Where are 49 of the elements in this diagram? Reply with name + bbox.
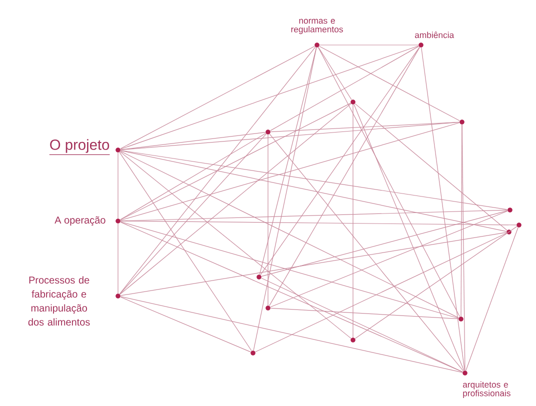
- connector-line: [421, 47, 465, 371]
- connector-line: [270, 210, 508, 308]
- connector-line: [120, 232, 507, 296]
- connector-line: [261, 210, 508, 277]
- connector-line: [352, 104, 354, 338]
- connector-line: [120, 103, 352, 295]
- connector-line: [319, 44, 419, 46]
- node-label: normas e regulamentos: [291, 18, 343, 34]
- connector-line: [120, 122, 460, 221]
- connector-line: [253, 47, 317, 351]
- connector-line: [120, 46, 315, 150]
- connector-line: [255, 232, 507, 352]
- connector-line: [318, 47, 460, 317]
- connector-line: [120, 296, 463, 373]
- connector-line: [120, 102, 351, 220]
- connector-line: [354, 226, 518, 339]
- connector-line: [269, 47, 420, 306]
- connector-line: [120, 133, 266, 220]
- connector-line: [261, 278, 463, 372]
- connector-line: [120, 150, 508, 210]
- connector-line: [270, 46, 419, 131]
- node-label: O projeto: [50, 139, 110, 153]
- connector-line: [120, 220, 517, 226]
- node-label: Processos de fabricação e manipulação dos alimentos: [28, 276, 90, 326]
- connector-line: [260, 46, 420, 276]
- connector-line: [319, 46, 460, 122]
- connector-line: [270, 308, 459, 320]
- connector-line: [120, 46, 419, 150]
- connector-line: [119, 46, 316, 294]
- connector-line: [120, 296, 251, 352]
- connector-line: [120, 134, 266, 294]
- connector-line: [120, 150, 507, 232]
- connector-line: [119, 152, 252, 352]
- node-label: A operação: [54, 216, 106, 226]
- connector-line: [466, 227, 518, 371]
- node-label: arquitetos e profissionais: [462, 381, 510, 398]
- connector-line: [120, 132, 266, 150]
- connector-line: [270, 122, 460, 132]
- connector-line: [120, 150, 459, 318]
- connector-line: [269, 134, 464, 372]
- connector-line: [354, 103, 508, 231]
- node-label: ambiência: [414, 32, 454, 38]
- connector-line: [318, 46, 352, 100]
- connector-line: [354, 104, 464, 371]
- connector-line: [462, 124, 466, 371]
- connector-line: [120, 151, 352, 339]
- connector-line: [120, 222, 463, 372]
- connector-line: [120, 221, 459, 319]
- connector-line: [259, 47, 317, 275]
